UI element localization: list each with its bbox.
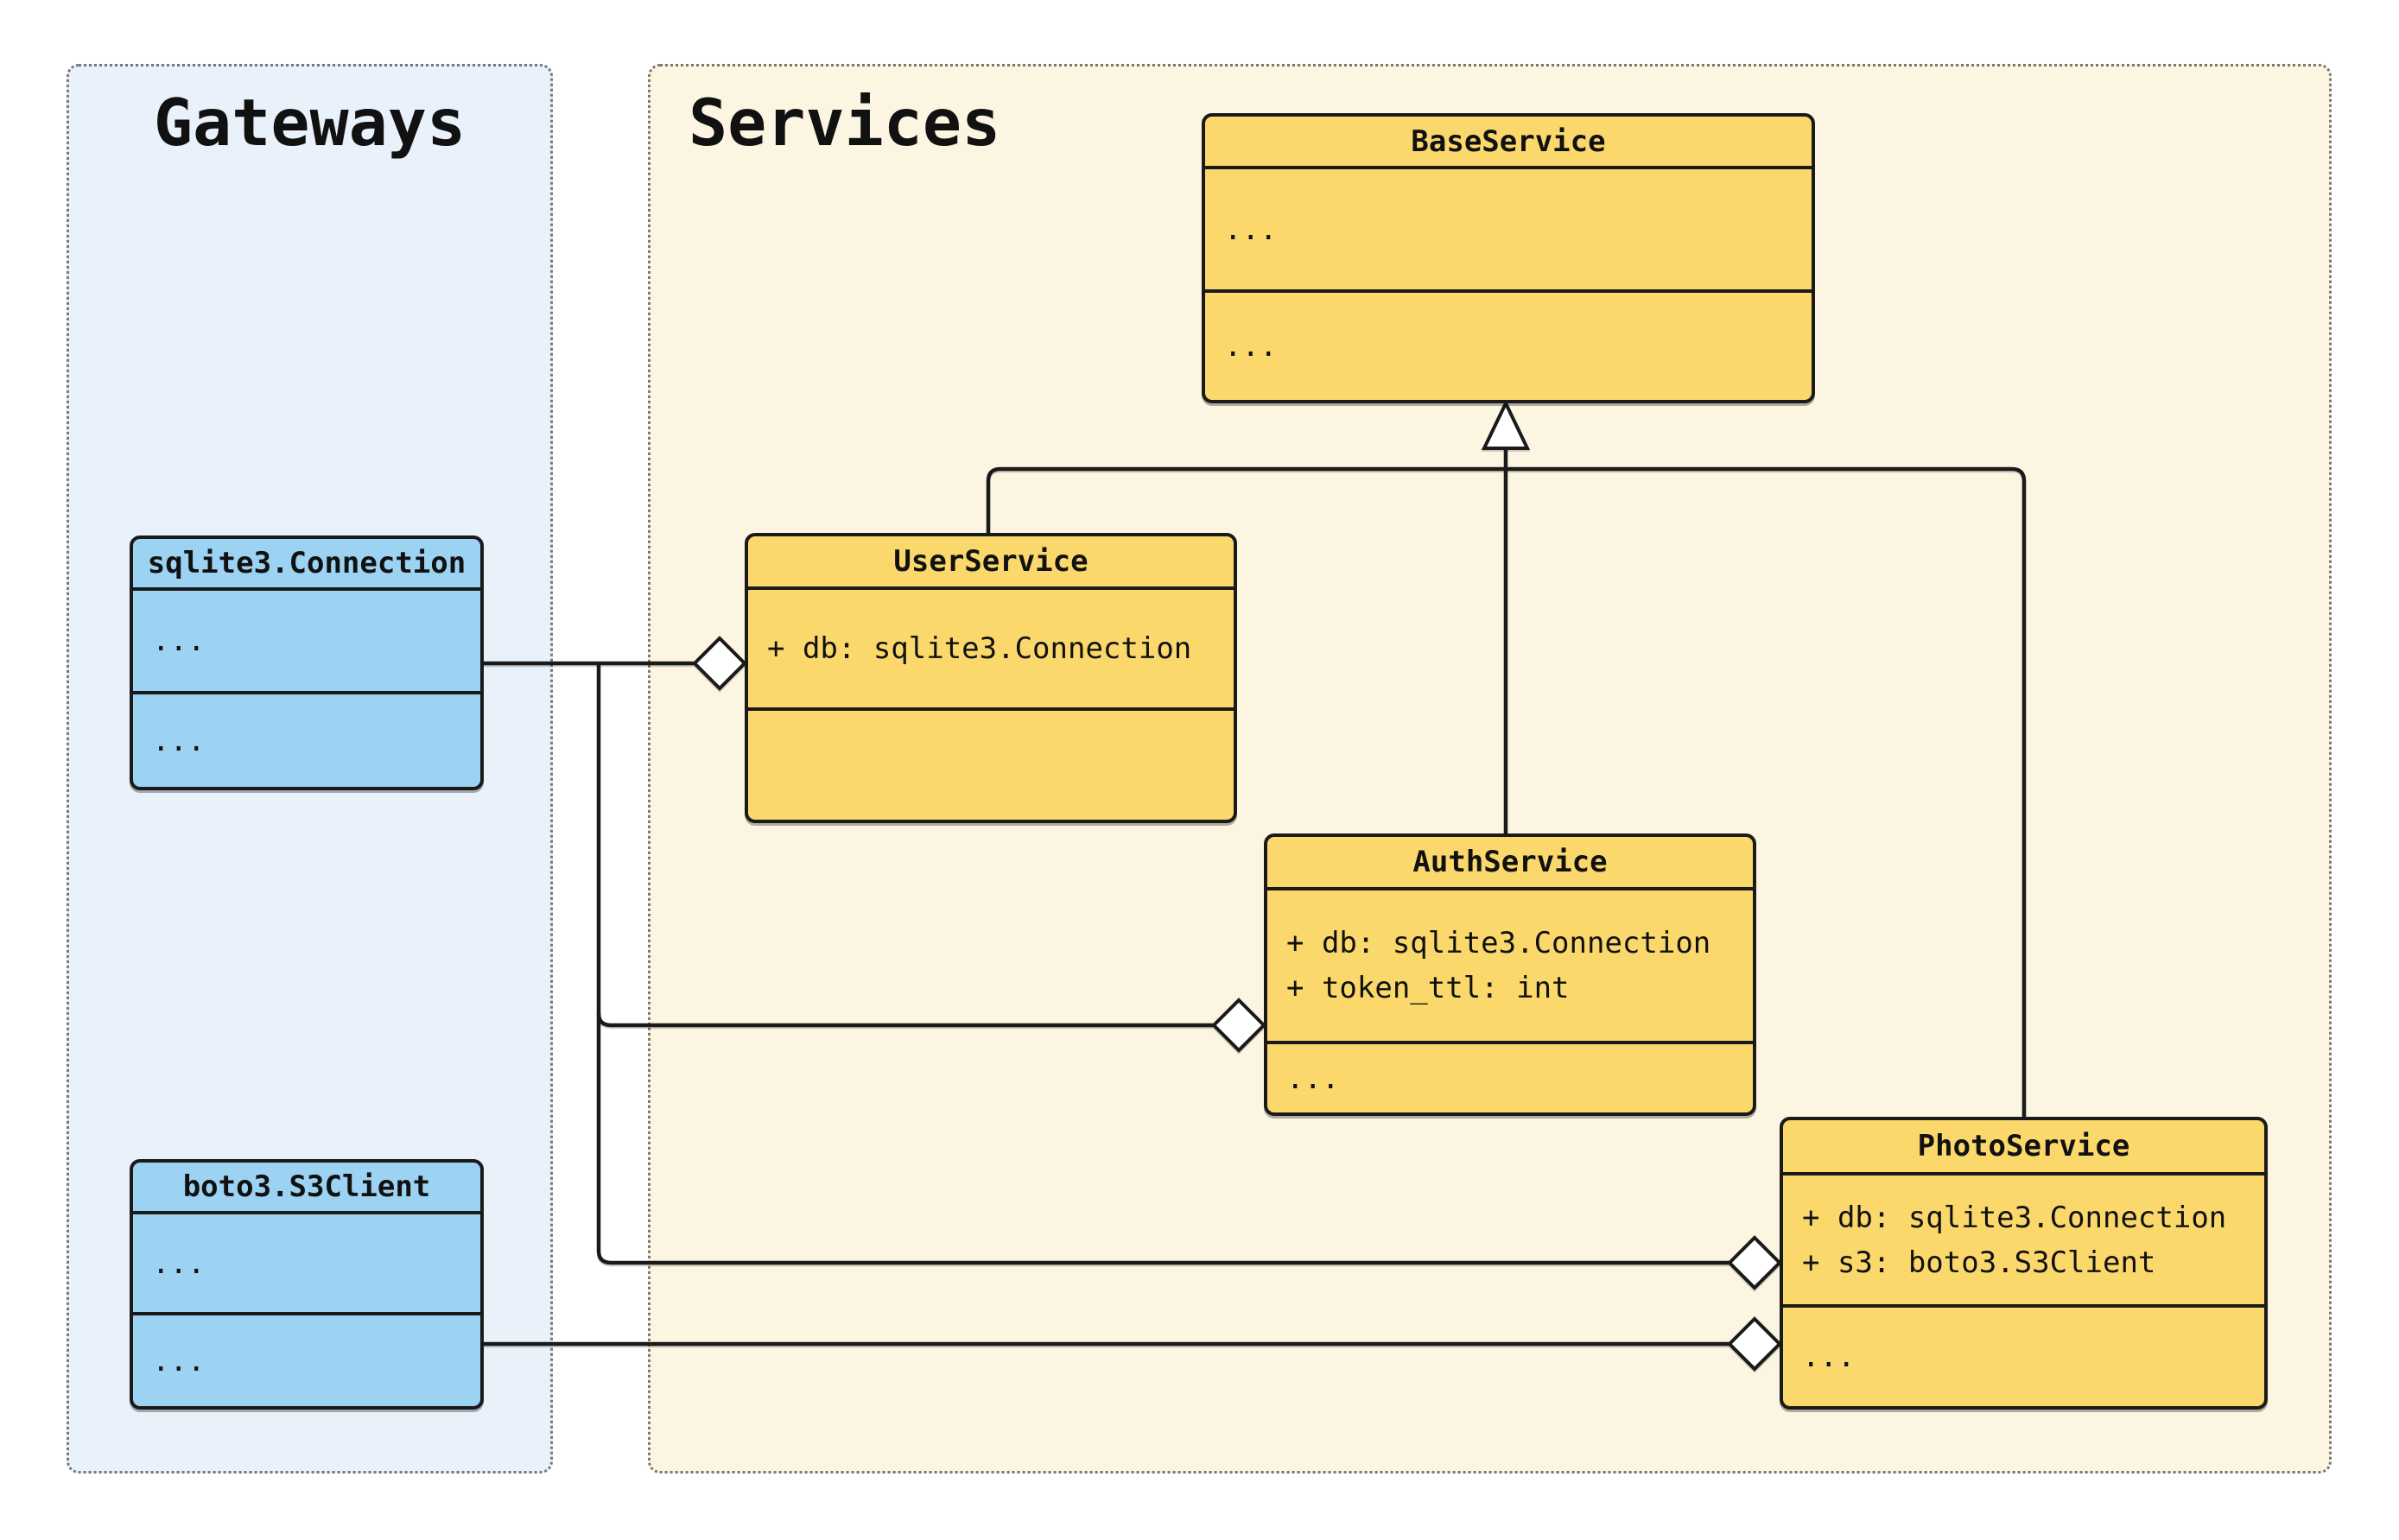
method-line: ... — [152, 723, 206, 758]
class-photoservice: PhotoService + db: sqlite3.Connection + … — [1780, 1117, 2268, 1410]
attribute-line: + db: sqlite3.Connection — [767, 631, 1192, 666]
class-sqlite3-connection-attributes: ... — [133, 591, 480, 694]
class-boto3-s3client-title: boto3.S3Client — [133, 1163, 480, 1214]
attribute-line: ... — [152, 624, 206, 658]
class-boto3-s3client: boto3.S3Client ... ... — [130, 1159, 484, 1410]
class-authservice: AuthService + db: sqlite3.Connection + t… — [1264, 833, 1756, 1116]
class-authservice-methods: ... — [1267, 1044, 1753, 1112]
class-sqlite3-connection-methods: ... — [133, 694, 480, 787]
class-authservice-attributes: + db: sqlite3.Connection + token_ttl: in… — [1267, 890, 1753, 1044]
attribute-line: + token_ttl: int — [1286, 971, 1570, 1005]
class-photoservice-title: PhotoService — [1783, 1120, 2264, 1176]
aggregation-line-sqlite-photoservice — [596, 663, 1729, 1265]
aggregation-diamond-icon-photoservice-db — [1727, 1235, 1782, 1290]
class-boto3-s3client-attributes: ... — [133, 1214, 480, 1315]
attribute-line: ... — [1224, 212, 1278, 247]
class-sqlite3-connection-title: sqlite3.Connection — [133, 539, 480, 591]
method-line: ... — [1802, 1340, 1856, 1374]
method-line: ... — [1224, 329, 1278, 364]
method-line: ... — [152, 1343, 206, 1378]
class-userservice: UserService + db: sqlite3.Connection — [745, 533, 1237, 823]
attribute-line: + s3: boto3.S3Client — [1802, 1245, 2156, 1280]
class-boto3-s3client-methods: ... — [133, 1315, 480, 1406]
class-userservice-methods — [748, 711, 1234, 820]
class-baseservice-attributes: ... — [1205, 169, 1812, 293]
class-sqlite3-connection: sqlite3.Connection ... ... — [130, 536, 484, 790]
method-line: ... — [1286, 1061, 1340, 1096]
class-photoservice-attributes: + db: sqlite3.Connection + s3: boto3.S3C… — [1783, 1176, 2264, 1308]
attribute-line: ... — [152, 1245, 206, 1281]
group-gateways-title: Gateways — [153, 85, 466, 161]
attribute-line: + db: sqlite3.Connection — [1286, 926, 1711, 960]
inheritance-triangle-icon — [1481, 399, 1531, 450]
aggregation-diamond-icon-userservice — [692, 636, 747, 691]
aggregation-diamond-icon-photoservice-s3 — [1727, 1316, 1782, 1372]
attribute-line: + db: sqlite3.Connection — [1802, 1200, 2227, 1235]
group-services-title: Services — [689, 85, 1001, 161]
aggregation-diamond-icon-authservice — [1211, 998, 1266, 1053]
class-authservice-title: AuthService — [1267, 837, 1753, 890]
class-baseservice: BaseService ... ... — [1202, 113, 1815, 403]
class-userservice-title: UserService — [748, 536, 1234, 590]
class-baseservice-methods: ... — [1205, 293, 1812, 400]
aggregation-line-sqlite-authservice — [596, 1012, 1214, 1028]
class-photoservice-methods: ... — [1783, 1308, 2264, 1406]
class-baseservice-title: BaseService — [1205, 117, 1812, 169]
class-userservice-attributes: + db: sqlite3.Connection — [748, 590, 1234, 711]
